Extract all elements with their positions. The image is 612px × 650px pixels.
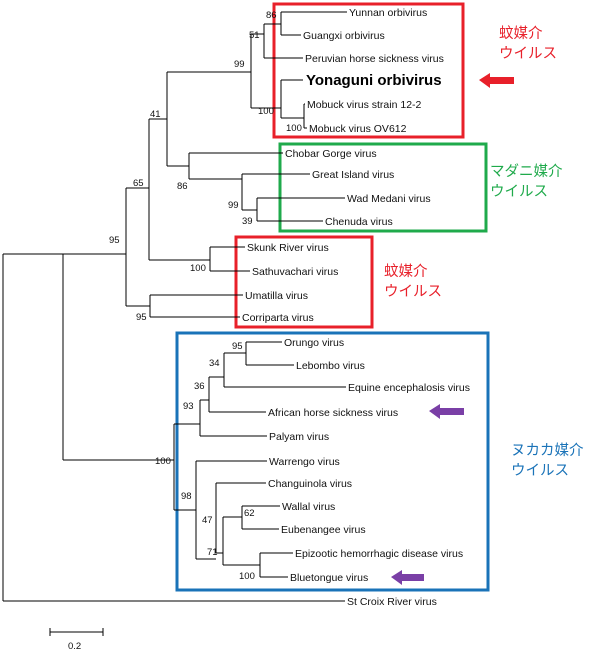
leaf-label-mobuck-12-2: Mobuck virus strain 12-2: [307, 99, 422, 111]
bootstrap-label: 41: [150, 109, 161, 120]
leaf-label-peruvian: Peruvian horse sickness virus: [305, 53, 444, 65]
bootstrap-label: 39: [242, 216, 253, 227]
bootstrap-label: 100: [155, 456, 171, 467]
vector-label-line2: ウイルス: [511, 463, 569, 479]
leaf-label-chenuda: Chenuda virus: [325, 216, 393, 228]
yonaguni-arrow-icon: [479, 73, 514, 88]
leaf-label-st-croix: St Croix River virus: [347, 596, 437, 608]
leaf-label-yonaguni: Yonaguni orbivirus: [306, 72, 442, 89]
leaf-label-great-island: Great Island virus: [312, 169, 394, 181]
bootstrap-label: 51: [249, 30, 260, 41]
vector-label-mosquito-mid: 蚊媒介 ウイルス: [384, 262, 442, 302]
vector-label-line1: 蚊媒介: [499, 26, 543, 42]
vector-label-mosquito-top: 蚊媒介 ウイルス: [499, 24, 557, 64]
bootstrap-label: 100: [258, 106, 274, 117]
bootstrap-label: 36: [194, 381, 205, 392]
bootstrap-label: 100: [239, 571, 255, 582]
leaf-label-changuinola: Changuinola virus: [268, 478, 352, 490]
leaf-label-wallal: Wallal virus: [282, 501, 335, 513]
bootstrap-label: 34: [209, 358, 220, 369]
leaf-label-chobar: Chobar Gorge virus: [285, 148, 377, 160]
bootstrap-label: 86: [266, 10, 277, 21]
bootstrap-label: 99: [234, 59, 245, 70]
bootstrap-label: 95: [109, 235, 120, 246]
tick-group-box: [278, 142, 488, 233]
leaf-label-ahs: African horse sickness virus: [268, 407, 398, 419]
mosquito-group-box-top: [272, 2, 465, 139]
leaf-label-lebombo: Lebombo virus: [296, 360, 365, 372]
scale-bar: 0.2: [49, 628, 104, 650]
leaf-label-umatilla: Umatilla virus: [245, 290, 308, 302]
ahs-arrow-icon: [429, 404, 464, 419]
vector-label-tick: マダニ媒介 ウイルス: [490, 162, 563, 202]
vector-label-culicoides: ヌカカ媒介 ウイルス: [511, 441, 584, 481]
leaf-label-bluetongue: Bluetongue virus: [290, 572, 368, 584]
vector-label-line2: ウイルス: [384, 284, 442, 300]
tree-branches: [2, 11, 347, 602]
leaf-label-wad-medani: Wad Medani virus: [347, 193, 431, 205]
leaf-label-sathuvachari: Sathuvachari virus: [252, 266, 338, 278]
leaf-label-palyam: Palyam virus: [269, 431, 329, 443]
bootstrap-label: 95: [136, 312, 147, 323]
leaf-label-equine: Equine encephalosis virus: [348, 382, 470, 394]
leaf-label-ehd: Epizootic hemorrhagic disease virus: [295, 548, 463, 560]
bootstrap-label: 99: [228, 200, 239, 211]
vector-label-line1: マダニ媒介: [490, 164, 563, 180]
bootstrap-label: 47: [202, 515, 213, 526]
leaf-label-corriparta: Corriparta virus: [242, 312, 314, 324]
bootstrap-label: 62: [244, 508, 255, 519]
leaf-label-skunk: Skunk River virus: [247, 242, 329, 254]
bootstrap-label: 65: [133, 178, 144, 189]
vector-label-line1: ヌカカ媒介: [511, 443, 584, 459]
mosquito-group-box-mid: [234, 235, 374, 329]
culicoides-group-box: [175, 331, 490, 592]
bootstrap-label: 100: [286, 123, 302, 134]
leaf-label-orungo: Orungo virus: [284, 337, 344, 349]
leaf-label-eubenangee: Eubenangee virus: [281, 524, 366, 536]
bootstrap-label: 86: [177, 181, 188, 192]
bluetongue-arrow-icon: [391, 570, 424, 585]
bootstrap-label: 100: [190, 263, 206, 274]
leaf-label-mobuck-ov612: Mobuck virus OV612: [309, 123, 407, 135]
leaf-label-guangxi: Guangxi orbivirus: [303, 30, 385, 42]
bootstrap-label: 95: [232, 341, 243, 352]
bootstrap-label: 93: [183, 401, 194, 412]
vector-label-line2: ウイルス: [499, 46, 557, 62]
bootstrap-label: 98: [181, 491, 192, 502]
vector-label-line2: ウイルス: [490, 184, 548, 200]
leaf-label-warrengo: Warrengo virus: [269, 456, 340, 468]
bootstrap-label: 71: [207, 547, 218, 558]
scale-bar-label: 0.2: [68, 641, 81, 650]
vector-label-line1: 蚊媒介: [384, 264, 428, 280]
leaf-label-yunnan: Yunnan orbivirus: [349, 7, 427, 19]
